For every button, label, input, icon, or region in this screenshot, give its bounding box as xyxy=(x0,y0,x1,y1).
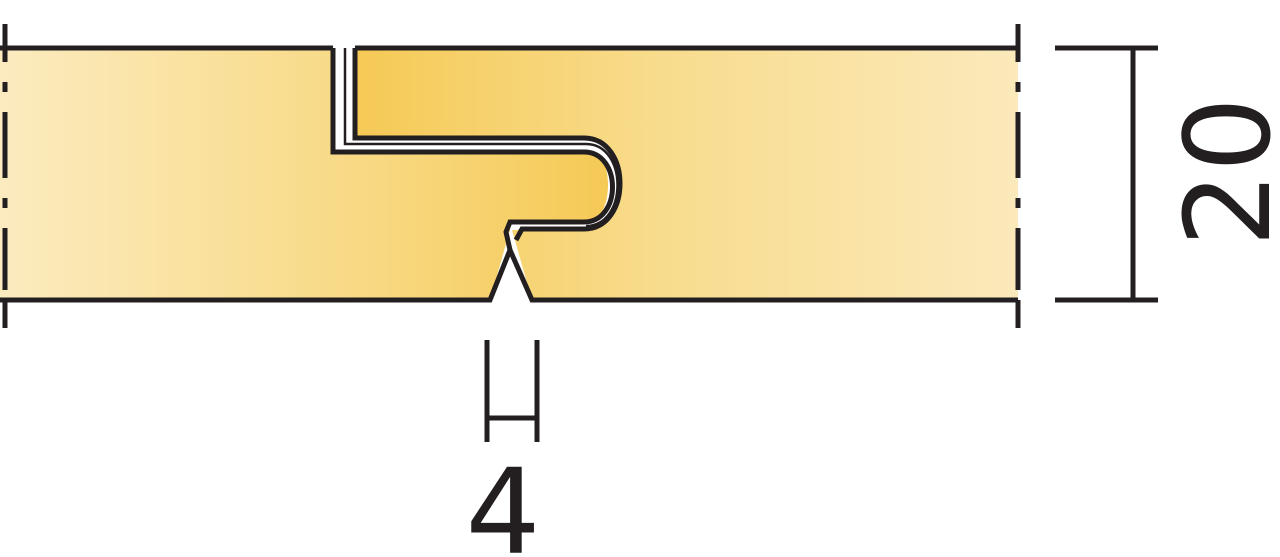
joint-width-dimension-label: 4 xyxy=(465,443,540,557)
joint-width-dimension-lines xyxy=(484,340,540,442)
thickness-dimension-lines xyxy=(1055,45,1158,303)
left-panel xyxy=(0,48,613,300)
thickness-dimension-label: 20 xyxy=(1159,97,1280,247)
panel-outlines xyxy=(0,45,1018,303)
break-lines xyxy=(2,24,1021,328)
right-panel xyxy=(355,48,1018,300)
